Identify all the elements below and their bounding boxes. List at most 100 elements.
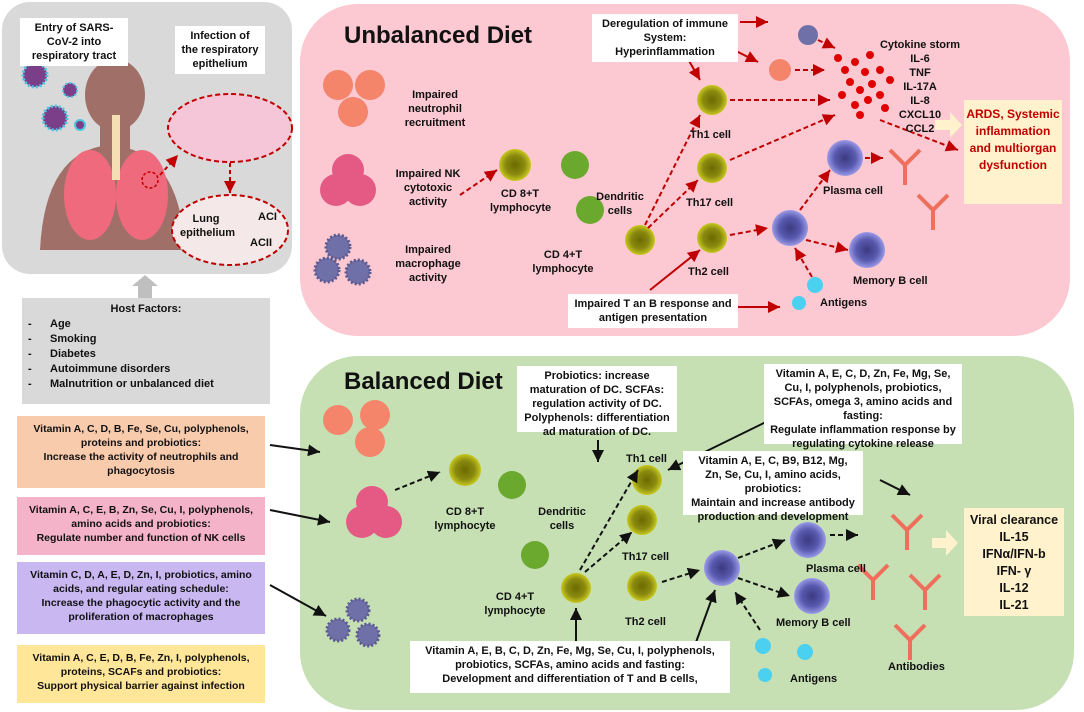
neutrophil-cells-balanced bbox=[323, 400, 390, 457]
antibody-nutrient-box: Vitamin A, E, C, B9, B12, Mg, Zn, Se, Cu… bbox=[683, 451, 863, 523]
lung-epithelium-label: Lung epithelium bbox=[180, 213, 236, 239]
th17-label: Th17 cell bbox=[622, 551, 670, 563]
antigens-label: Antigens bbox=[820, 297, 868, 309]
dc-nutrient-box: Probiotics: increase maturation of DC. S… bbox=[517, 366, 677, 438]
deregulation-box: Deregulation of immune System: Hyperinfl… bbox=[592, 14, 738, 62]
nutrient-list: Vitamin A, C, E, D, B, Fe, Zn, I, polyph… bbox=[32, 652, 250, 678]
host-factor-item: Autoimmune disorders bbox=[28, 362, 264, 377]
nutrient-effect: Maintain and increase antibody productio… bbox=[691, 497, 855, 523]
outcome-item: IL-12 bbox=[999, 581, 1029, 595]
cytokine-item: CXCL10 bbox=[898, 109, 942, 121]
viral-clearance-arrow-icon bbox=[932, 530, 958, 556]
neutrophil-cells-unbalanced bbox=[323, 70, 385, 127]
outcome-item: IFN- γ bbox=[996, 564, 1032, 578]
nutrient-effect: Regulate inflammation response by regula… bbox=[770, 424, 956, 450]
cytokine-item: IL-17A bbox=[903, 81, 937, 93]
host-factor-item: Age bbox=[28, 317, 264, 332]
nutrient-effect: Support physical barrier against infecti… bbox=[37, 680, 245, 692]
nutrient-list: Vitamin A, E, B, C, D, Zn, Fe, Mg, Se, C… bbox=[425, 645, 715, 671]
nk-impaired-label: Impaired NK cytotoxic activity bbox=[395, 168, 461, 208]
th1-label: Th1 cell bbox=[626, 453, 667, 465]
plasma-cell-balanced bbox=[790, 522, 826, 558]
th1-label: Th1 cell bbox=[690, 129, 731, 141]
plasma-cell-unbalanced bbox=[827, 140, 863, 176]
cytokine-item: IL-6 bbox=[910, 53, 930, 65]
cytokine-item: TNF bbox=[909, 67, 931, 79]
th17-cell-unbalanced bbox=[697, 153, 727, 183]
cd4-label: CD 4+T lymphocyte bbox=[532, 249, 594, 275]
host-factors-box: Host Factors: Age Smoking Diabetes Autoi… bbox=[22, 298, 270, 404]
cytokine-storm-label: Cytokine storm IL-6 TNF IL-17A IL-8 CXCL… bbox=[875, 38, 965, 136]
virus-particles bbox=[21, 61, 86, 132]
nk-nutrient-box: Vitamin A, C, E, B, Zn, Se, Cu, I, polyp… bbox=[17, 497, 265, 555]
cd4-t-cell-balanced bbox=[561, 573, 591, 603]
th2-cell-balanced bbox=[627, 571, 657, 601]
b-cell-unbalanced bbox=[772, 210, 808, 246]
dendritic-cell-unbalanced bbox=[561, 151, 604, 224]
memory-b-cell-label: Memory B cell bbox=[776, 617, 851, 629]
macrophage-icon bbox=[798, 25, 818, 45]
b-cell-balanced bbox=[704, 550, 740, 586]
th2-cell-unbalanced bbox=[697, 223, 727, 253]
memory-b-cell-label: Memory B cell bbox=[853, 275, 928, 287]
host-factor-item: Smoking bbox=[28, 332, 264, 347]
neutrophil-icon bbox=[769, 59, 791, 81]
host-factor-item: Diabetes bbox=[28, 347, 264, 362]
memory-b-cell-balanced bbox=[794, 578, 830, 614]
host-factors-title: Host Factors: bbox=[110, 303, 182, 315]
cytokine-storm-cluster bbox=[834, 51, 894, 119]
nk-cells-unbalanced bbox=[320, 154, 376, 206]
up-arrow-icon bbox=[132, 275, 158, 298]
neutrophil-nutrient-box: Vitamin A, C, D, B, Fe, Se, Cu, polyphen… bbox=[17, 416, 265, 488]
antibodies-label: Antibodies bbox=[888, 661, 945, 673]
dendritic-label: Dendritic cells bbox=[538, 506, 586, 532]
nutrient-effect: Development and differentiation of T and… bbox=[442, 673, 698, 685]
ards-outcome-box: ARDS, Systemic inflammation and multiorg… bbox=[964, 100, 1062, 204]
viral-clearance-title: Viral clearance bbox=[969, 513, 1059, 527]
cd8-t-cell-balanced bbox=[449, 454, 481, 486]
cytokine-title: Cytokine storm bbox=[879, 39, 961, 51]
nutrient-list: Vitamin A, E, C, B9, B12, Mg, Zn, Se, Cu… bbox=[698, 455, 848, 495]
cd4-label: CD 4+T lymphocyte bbox=[484, 591, 546, 617]
viral-clearance-box: Viral clearance IL-15 IFNα/IFN-b IFN- γ … bbox=[964, 508, 1064, 616]
tb-nutrient-box: Vitamin A, E, B, C, D, Zn, Fe, Mg, Se, C… bbox=[410, 641, 730, 693]
neutrophil-impaired-label: Impaired neutrophil recruitment bbox=[404, 89, 466, 129]
antigens-label: Antigens bbox=[790, 673, 838, 685]
entry-label: Entry of SARS-CoV-2 into respiratory tra… bbox=[20, 18, 128, 66]
plasma-cell-label: Plasma cell bbox=[806, 563, 866, 575]
nutrient-effect: Increase the activity of neutrophils and… bbox=[43, 451, 239, 477]
balanced-diet-title: Balanced Diet bbox=[344, 368, 503, 395]
antigens-balanced bbox=[755, 638, 813, 682]
cytokine-item: CCL2 bbox=[905, 123, 935, 135]
antigens-unbalanced bbox=[792, 277, 823, 310]
epithelium-zoom-circle bbox=[167, 93, 293, 163]
th17-label: Th17 cell bbox=[686, 197, 734, 209]
nutrient-effect: Increase the phagocytic activity and the… bbox=[41, 597, 241, 623]
dendritic-cell-balanced bbox=[498, 471, 549, 569]
macrophage-cells-unbalanced bbox=[313, 233, 372, 286]
antibodies-unbalanced bbox=[888, 148, 950, 230]
outcome-item: IFNα/IFN-b bbox=[982, 547, 1046, 561]
plasma-cell-label: Plasma cell bbox=[823, 185, 883, 197]
nutrient-list: Vitamin A, C, D, B, Fe, Se, Cu, polyphen… bbox=[33, 423, 249, 449]
nutrient-list: Vitamin C, D, A, E, D, Zn, I, probiotics… bbox=[30, 569, 252, 595]
th1-cell-balanced bbox=[632, 465, 662, 495]
antibodies-balanced bbox=[856, 513, 942, 660]
inflammation-nutrient-box: Vitamin A, E, C, D, Zn, Fe, Mg, Se, Cu, … bbox=[764, 364, 962, 450]
outcome-item: IL-15 bbox=[999, 530, 1029, 544]
cd8-label: CD 8+T lymphocyte bbox=[490, 188, 552, 214]
nk-cells-balanced bbox=[346, 486, 402, 538]
barrier-nutrient-box: Vitamin A, C, E, D, B, Fe, Zn, I, polyph… bbox=[17, 645, 265, 703]
nutrient-list: Vitamin A, E, C, D, Zn, Fe, Mg, Se, Cu, … bbox=[773, 368, 953, 422]
cd8-t-cell-unbalanced bbox=[499, 149, 531, 181]
host-factor-item: Malnutrition or unbalanced diet bbox=[28, 377, 264, 392]
memory-b-cell-unbalanced bbox=[849, 232, 885, 268]
acii-label: ACII bbox=[250, 237, 272, 249]
outcome-item: IL-21 bbox=[999, 598, 1029, 612]
cd8-label: CD 8+T lymphocyte bbox=[434, 506, 496, 532]
nutrient-list: Vitamin A, C, E, B, Zn, Se, Cu, I, polyp… bbox=[28, 504, 254, 530]
th1-cell-unbalanced bbox=[697, 85, 727, 115]
nutrient-effect: Regulate number and function of NK cells bbox=[36, 532, 246, 544]
ards-arrow-icon bbox=[935, 112, 962, 138]
